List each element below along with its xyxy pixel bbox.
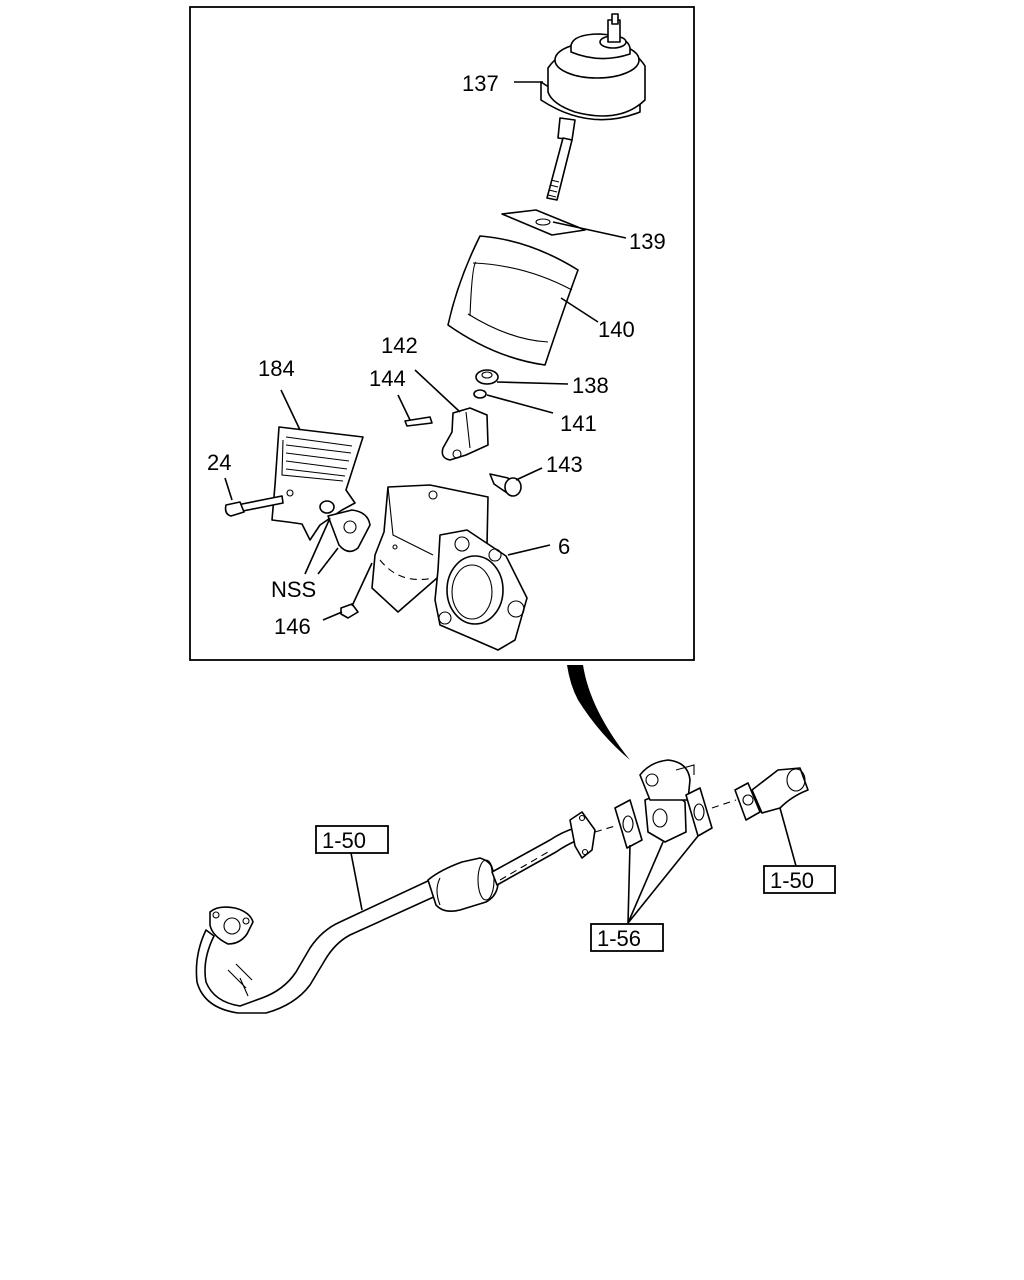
label-24: 24 — [207, 450, 231, 475]
heat-shield-140 — [447, 235, 579, 366]
label-140: 140 — [598, 317, 635, 342]
washer-141 — [473, 389, 487, 399]
label-144: 144 — [369, 366, 406, 391]
ref-box-gaskets: 1-56 — [590, 923, 664, 952]
clamp-nss — [319, 500, 371, 553]
bracket-184 — [271, 426, 364, 541]
label-146: 146 — [274, 614, 311, 639]
ref-label-gaskets: 1-56 — [597, 926, 641, 951]
vacuum-actuator-137 — [540, 13, 646, 201]
label-138: 138 — [572, 373, 609, 398]
label-184: 184 — [258, 356, 295, 381]
label-139: 139 — [629, 229, 666, 254]
nut-138 — [475, 369, 499, 385]
label-142: 142 — [381, 333, 418, 358]
gasket-139 — [501, 209, 586, 236]
exhaust-brake-in-line — [594, 759, 737, 849]
valve-body-6 — [371, 484, 528, 651]
label-6: 6 — [558, 534, 570, 559]
detail-inset-frame — [189, 6, 695, 661]
reference-leaders — [350, 807, 797, 924]
ref-label-pipe-rear: 1-50 — [770, 868, 814, 893]
nut-146 — [340, 603, 359, 619]
exhaust-rear-pipe — [734, 767, 809, 821]
leader-lines — [224, 81, 627, 621]
label-137: 137 — [462, 71, 499, 96]
ref-box-pipe-rear: 1-50 — [763, 865, 836, 894]
lever-142 — [441, 407, 489, 461]
ref-label-pipe-front: 1-50 — [322, 828, 366, 853]
exhaust-front-pipe — [195, 811, 596, 1014]
location-pointer-arrow — [567, 665, 630, 760]
label-143: 143 — [546, 452, 583, 477]
label-141: 141 — [560, 411, 597, 436]
ref-box-pipe-front: 1-50 — [315, 825, 389, 854]
pin-144 — [404, 416, 433, 427]
bolt-24 — [224, 495, 284, 517]
pin-143 — [489, 473, 522, 497]
label-nss: NSS — [271, 577, 316, 602]
